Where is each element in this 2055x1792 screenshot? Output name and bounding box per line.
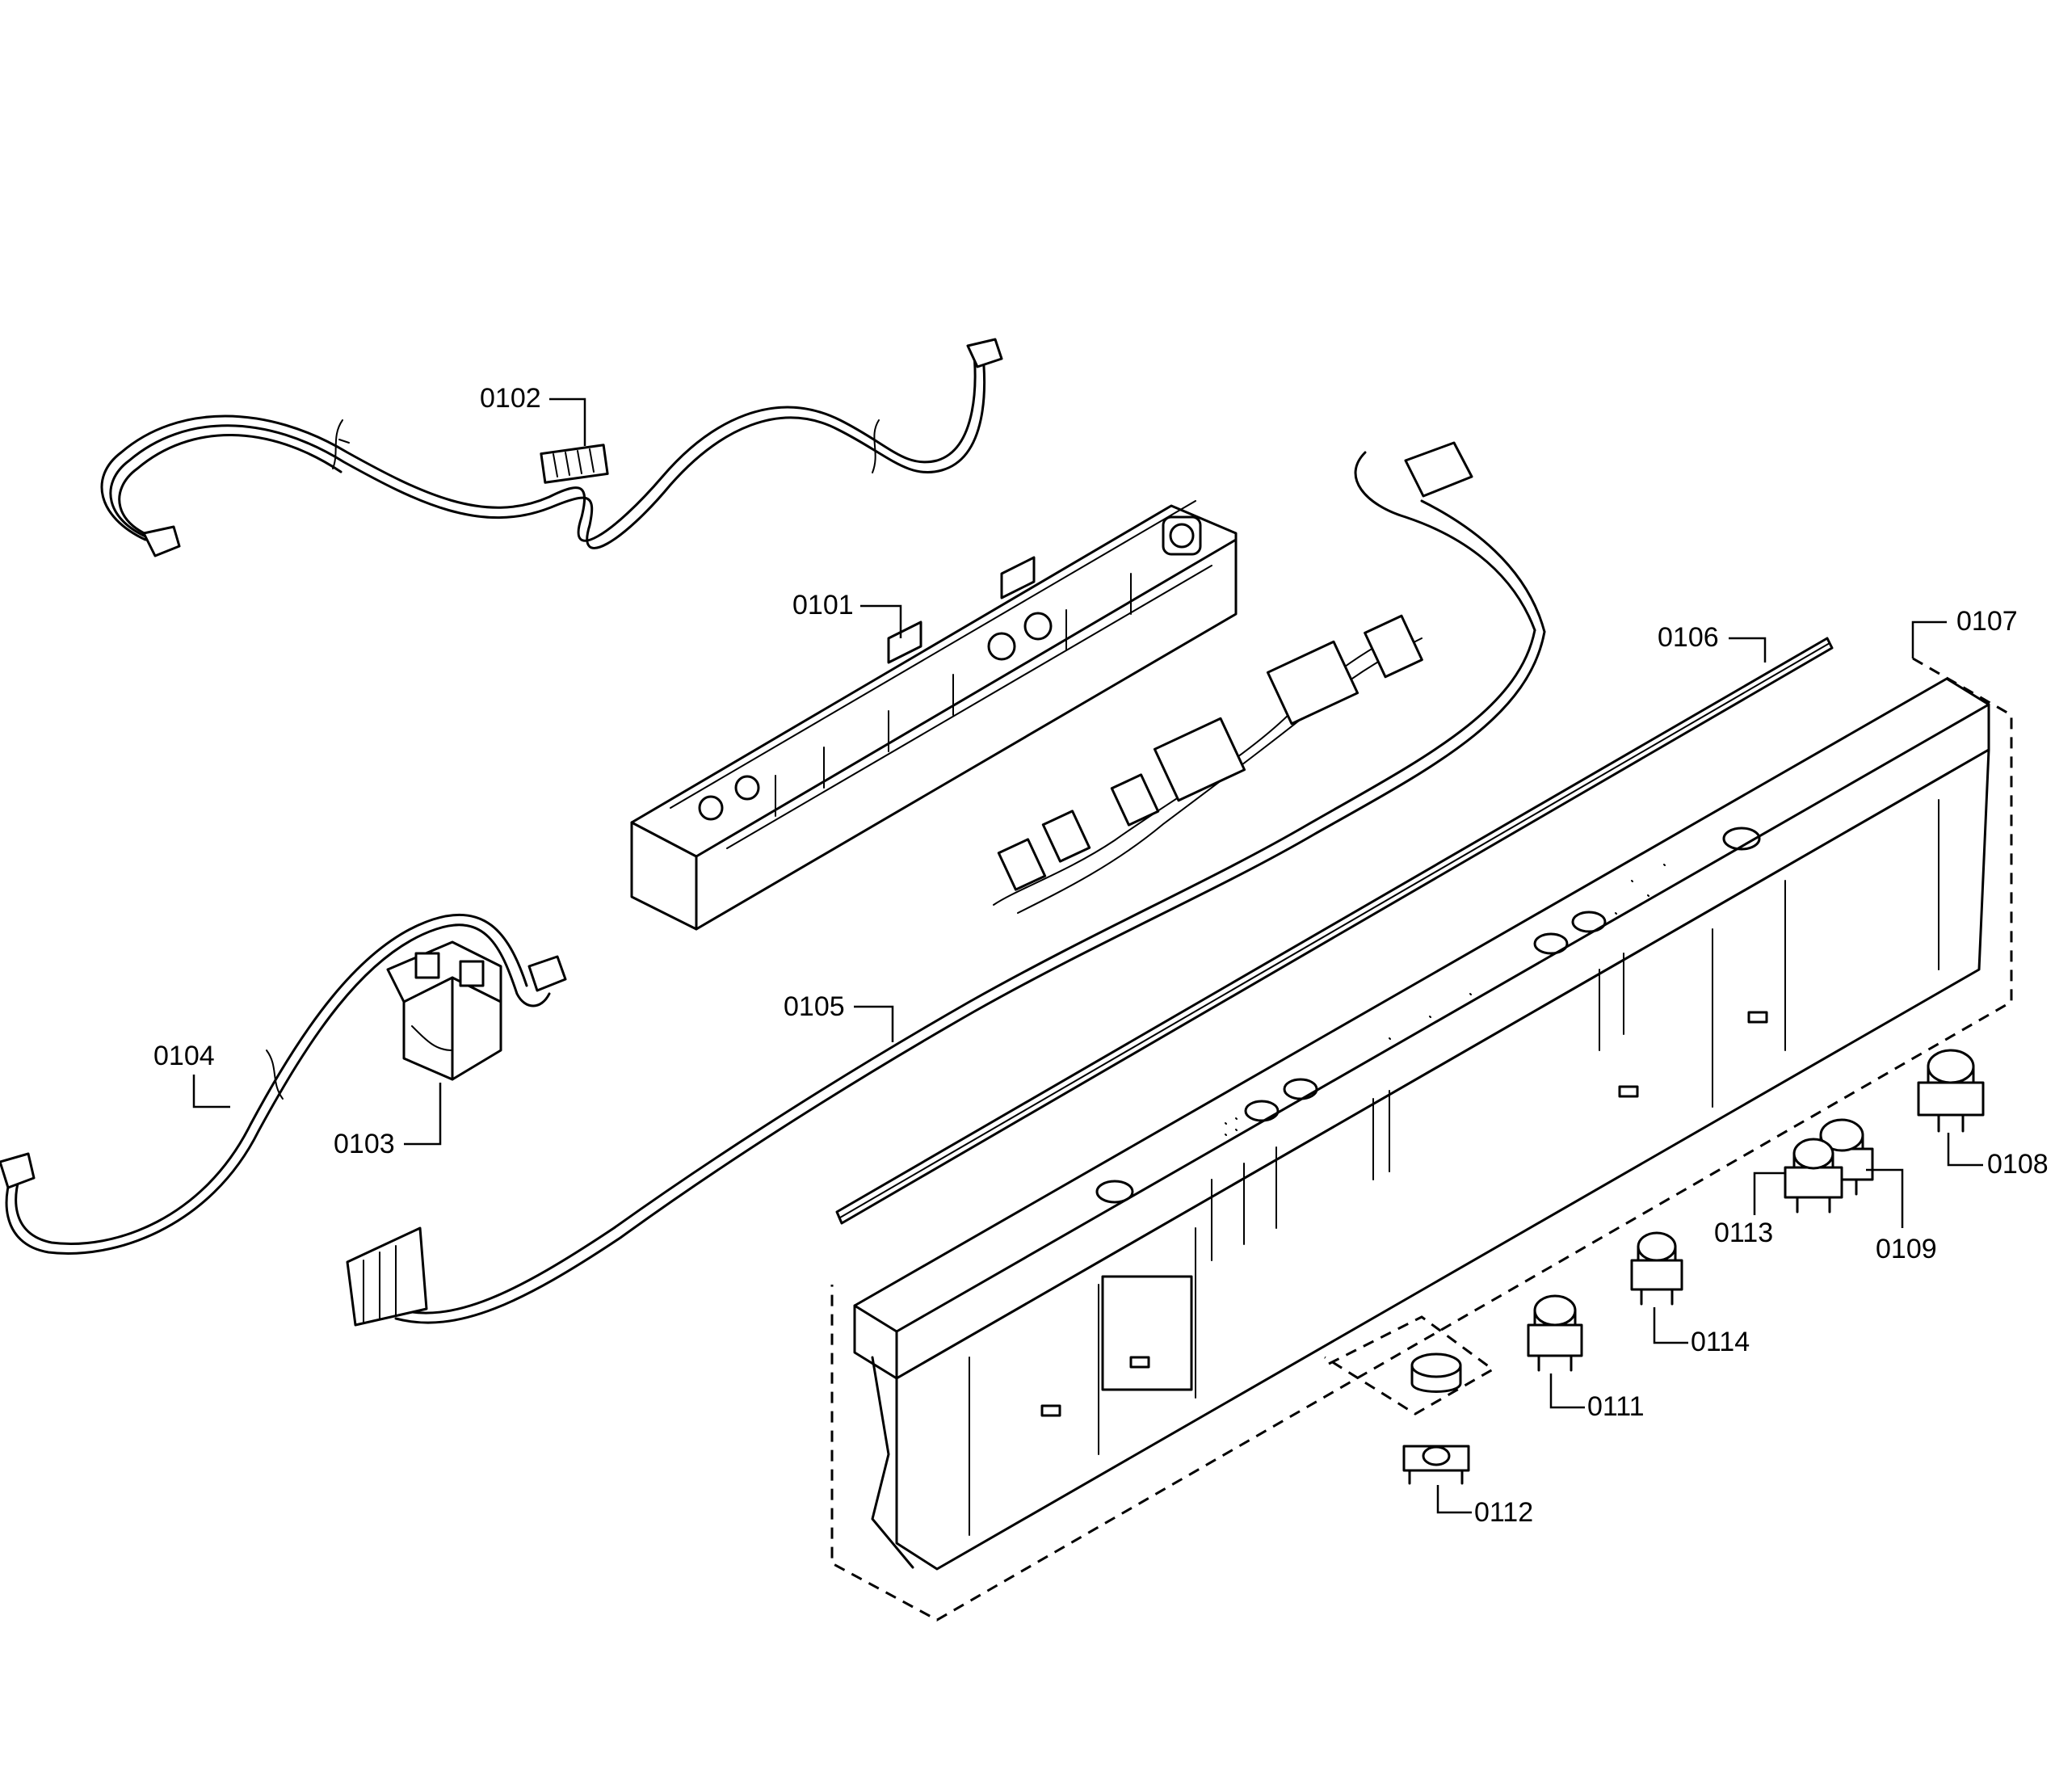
group-outline-0107 — [830, 657, 2013, 1622]
callout-0111: 0111 — [1549, 1373, 1645, 1422]
clip-0112[interactable] — [1402, 1445, 1470, 1485]
button-0114[interactable] — [1630, 1231, 1683, 1306]
label-0113: 0113 — [1714, 1218, 1773, 1248]
wire-harness-0102[interactable] — [100, 338, 1003, 557]
label-0107: 0107 — [1956, 606, 2018, 637]
label-0103: 0103 — [334, 1129, 395, 1159]
callout-0114: 0114 — [1653, 1307, 1750, 1357]
wire-harness-0104[interactable] — [0, 913, 567, 1255]
label-0108: 0108 — [1987, 1149, 2049, 1180]
label-0105: 0105 — [784, 991, 845, 1022]
control-panel-0107[interactable] — [853, 677, 1990, 1571]
control-module-0101[interactable] — [630, 500, 1238, 931]
callout-0102: 0102 — [480, 383, 586, 446]
label-0112: 0112 — [1474, 1497, 1533, 1528]
button-0111[interactable] — [1527, 1294, 1583, 1372]
callout-0113: 0113 — [1714, 1172, 1785, 1248]
label-0111: 0111 — [1587, 1391, 1645, 1422]
callout-0104: 0104 — [153, 1041, 230, 1108]
group-outline-0112-0111 — [1324, 1315, 1495, 1416]
callout-0106: 0106 — [1658, 622, 1767, 663]
label-0109: 0109 — [1876, 1234, 1937, 1264]
button-cap-in-group[interactable] — [1410, 1352, 1462, 1393]
callout-0101: 0101 — [792, 590, 902, 638]
callout-0107: 0107 — [830, 606, 2018, 1622]
seal-strip-0106[interactable] — [835, 637, 1834, 1225]
callout-0105: 0105 — [784, 991, 894, 1042]
label-0101: 0101 — [792, 590, 854, 620]
switch-0103[interactable] — [386, 940, 502, 1081]
label-0102: 0102 — [480, 383, 541, 414]
callout-0108: 0108 — [1947, 1133, 2049, 1180]
callout-0112: 0112 — [1436, 1485, 1533, 1528]
button-0113[interactable] — [1784, 1138, 1843, 1214]
label-0114: 0114 — [1691, 1327, 1750, 1357]
label-0106: 0106 — [1658, 622, 1719, 653]
label-0104: 0104 — [153, 1041, 215, 1071]
callout-0109: 0109 — [1866, 1168, 1937, 1264]
button-0108[interactable] — [1917, 1049, 1985, 1133]
wire-harness-0105[interactable] — [346, 441, 1546, 1327]
callout-0103: 0103 — [334, 1083, 442, 1159]
